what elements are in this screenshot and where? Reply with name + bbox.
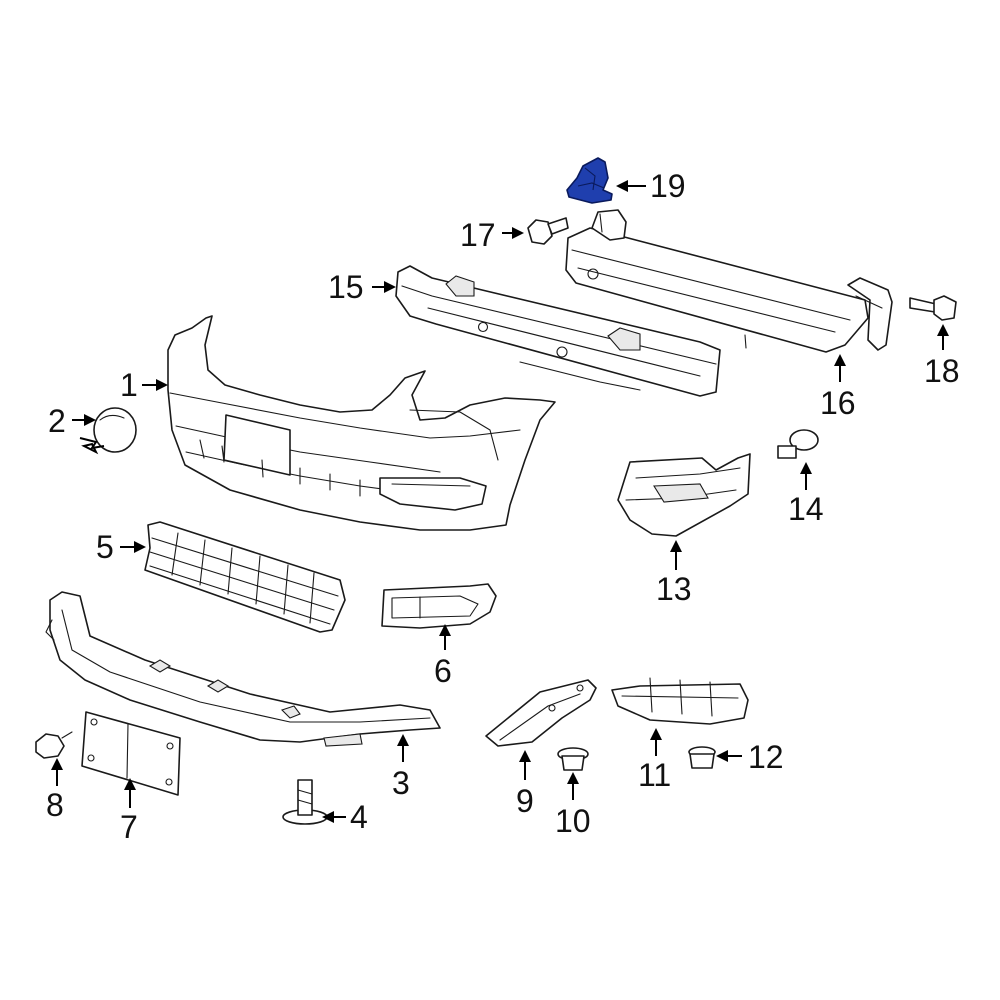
- part-15-energy-absorber[interactable]: [395, 265, 721, 397]
- part-2-pointer-arrow: [79, 437, 105, 450]
- callout-labels: 1 2 3 4 5 6 7 8 9 10 11 12 13 14 15 16 1…: [46, 168, 960, 845]
- callout-19: 19: [650, 168, 686, 204]
- callout-17: 17: [460, 217, 496, 253]
- callout-10: 10: [555, 803, 591, 839]
- part-6-fog-lamp-bezel[interactable]: [381, 583, 497, 629]
- callout-12: 12: [748, 739, 784, 775]
- callout-11: 11: [638, 757, 671, 793]
- part-4-screw[interactable]: [282, 779, 328, 825]
- callout-16: 16: [820, 385, 856, 421]
- callout-4: 4: [350, 799, 368, 835]
- callout-2: 2: [48, 403, 66, 439]
- part-5-lower-grille[interactable]: [144, 521, 346, 633]
- callout-15: 15: [328, 269, 364, 305]
- part-18-bolt[interactable]: [909, 295, 957, 321]
- callout-8: 8: [46, 787, 64, 823]
- part-13-mounting-bracket[interactable]: [617, 453, 751, 537]
- part-14-bolt[interactable]: [777, 429, 819, 459]
- callout-14: 14: [788, 491, 824, 527]
- part-12-nut[interactable]: [688, 746, 716, 769]
- part-19-bracket[interactable]: [566, 157, 613, 204]
- part-1-bumper-cover[interactable]: [167, 315, 556, 531]
- callout-5: 5: [96, 529, 114, 565]
- part-7-license-bracket[interactable]: [81, 711, 181, 796]
- part-3-lower-valance[interactable]: [45, 591, 441, 747]
- part-10-nut[interactable]: [557, 747, 589, 771]
- callout-6: 6: [434, 653, 452, 689]
- callout-7: 7: [120, 809, 138, 845]
- callout-13: 13: [656, 571, 692, 607]
- part-16-reinforcement-beam[interactable]: [565, 209, 893, 353]
- part-11-bracket[interactable]: [611, 677, 749, 725]
- callout-1: 1: [120, 367, 138, 403]
- part-2-tow-cap[interactable]: [93, 407, 137, 453]
- callout-18: 18: [924, 353, 960, 389]
- part-9-side-bracket[interactable]: [485, 679, 597, 747]
- leader-lines: [51, 180, 949, 823]
- part-17-bolt[interactable]: [527, 217, 569, 245]
- callout-9: 9: [516, 783, 534, 819]
- part-8-push-clip[interactable]: [35, 731, 73, 759]
- callout-3: 3: [392, 765, 410, 801]
